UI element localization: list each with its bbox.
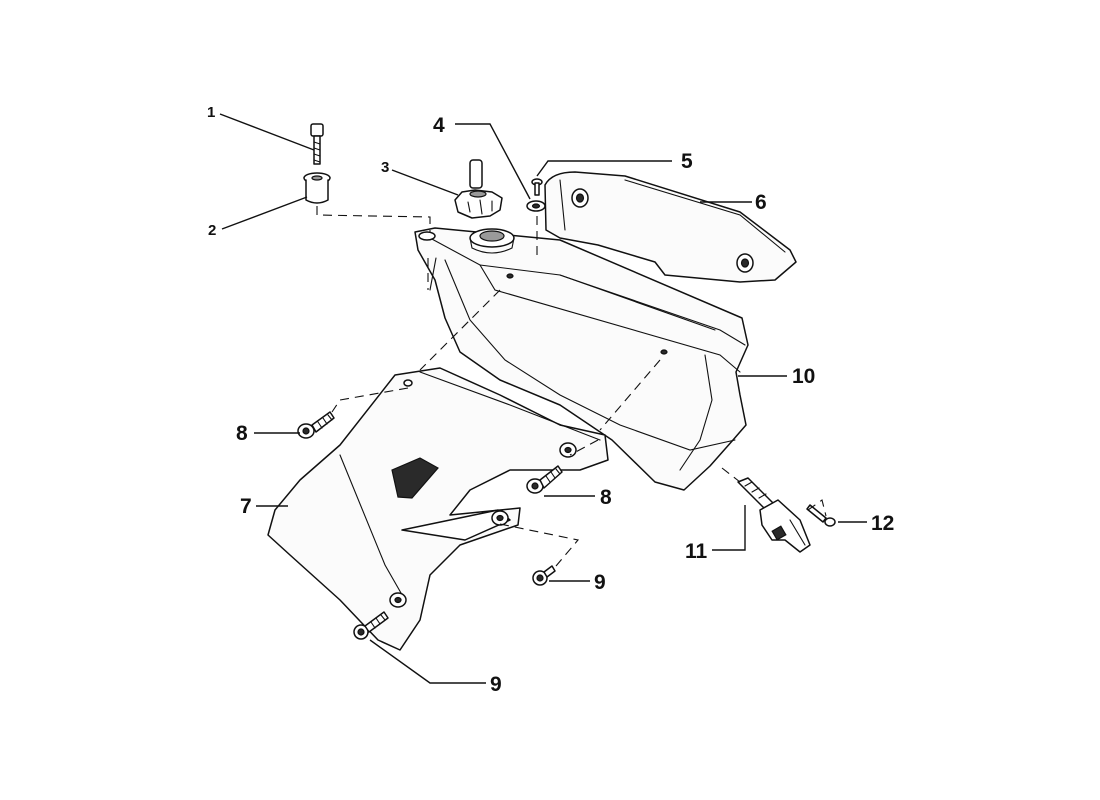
callout-labels: 1 2 3 4 5 6 7 8 8 9 9 10 11 12 — [207, 104, 894, 696]
callout-9-lower: 9 — [490, 673, 502, 696]
callout-8-lower: 8 — [600, 486, 612, 509]
leader-lines — [219, 113, 867, 684]
screw-part-12 — [806, 504, 836, 527]
callout-6: 6 — [755, 191, 767, 214]
callout-5: 5 — [681, 150, 693, 173]
screw-part-8-lower — [526, 465, 563, 494]
callout-9-upper: 9 — [594, 571, 606, 594]
callout-2: 2 — [208, 222, 216, 239]
callout-8-upper: 8 — [236, 422, 248, 445]
fuel-cap-part-3 — [454, 159, 503, 219]
side-panel-left — [267, 367, 609, 651]
callout-4: 4 — [433, 114, 445, 137]
fuel-tank — [414, 227, 749, 491]
screw-part-5 — [531, 178, 543, 196]
callout-12: 12 — [871, 512, 894, 535]
callout-10: 10 — [792, 365, 815, 388]
callout-3: 3 — [381, 159, 389, 176]
callout-1: 1 — [207, 104, 215, 121]
bushing-part-2 — [303, 172, 331, 204]
grommet-part-4 — [526, 200, 546, 212]
screw-part-8-upper — [297, 411, 335, 439]
side-panel-right — [544, 171, 797, 283]
fuel-tap-part-11 — [721, 467, 811, 553]
bolt-part-1 — [310, 123, 324, 165]
assembly-lines — [316, 206, 827, 567]
callout-7: 7 — [240, 495, 252, 518]
screw-part-9-upper — [532, 565, 556, 586]
screw-part-9-lower — [353, 611, 389, 640]
callout-11: 11 — [685, 540, 708, 563]
